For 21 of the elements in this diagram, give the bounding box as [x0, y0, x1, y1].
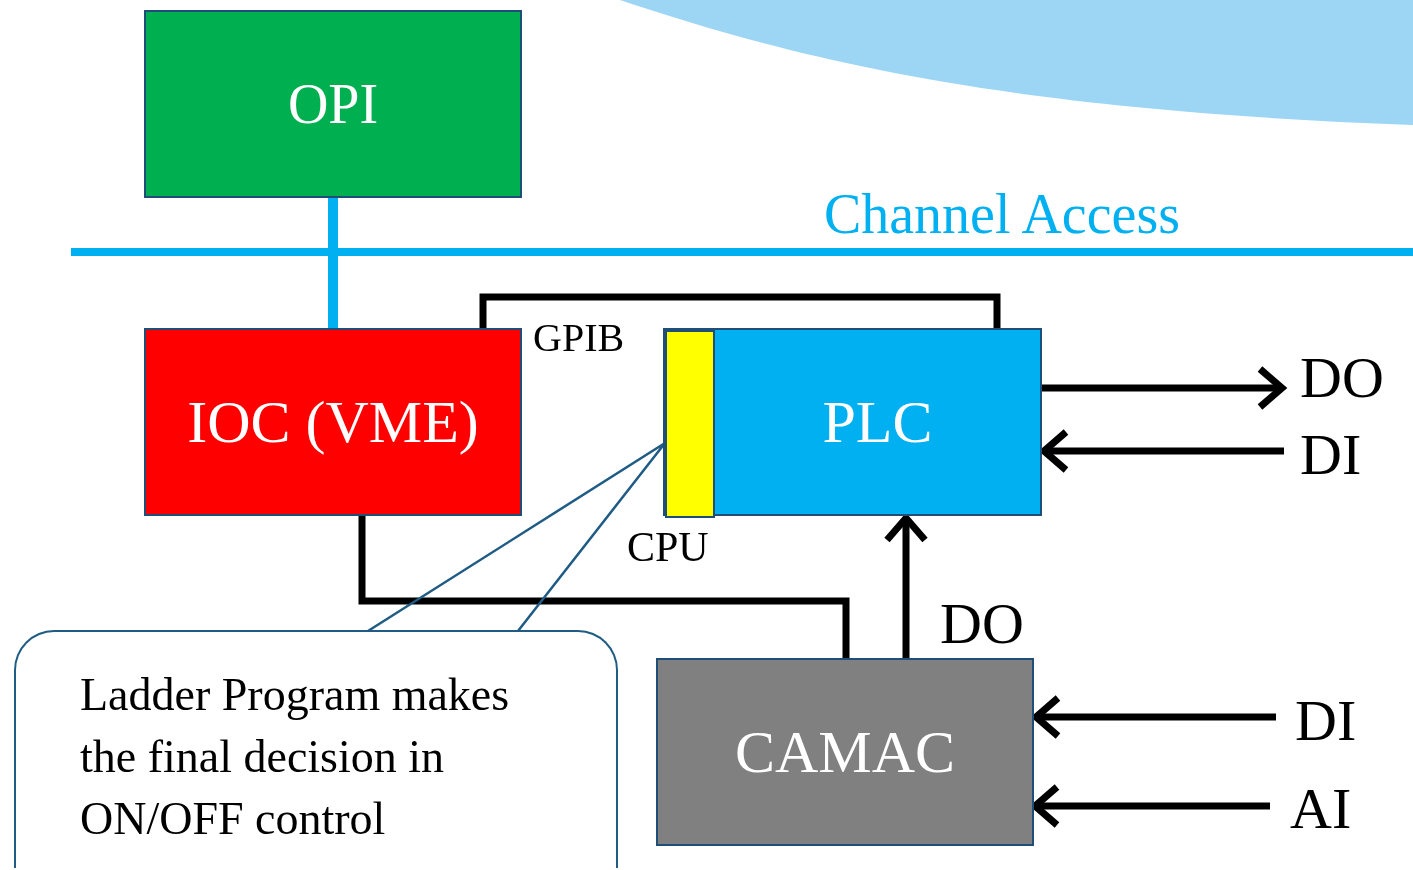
connector-line — [358, 516, 850, 658]
arrow — [1042, 365, 1286, 411]
box-label: OPI — [287, 72, 379, 136]
connector-line — [328, 256, 338, 328]
process-box — [656, 658, 1034, 846]
signal-label: DO — [1300, 345, 1413, 409]
box-label: CAMAC — [734, 717, 956, 787]
process-box — [144, 10, 522, 198]
signal-label: DI — [1300, 422, 1400, 486]
process-box — [144, 328, 522, 516]
box-label: PLC — [822, 387, 933, 457]
connector-line — [479, 293, 1001, 328]
box-label: CPU — [627, 526, 709, 568]
box-label: IOC (VME) — [187, 387, 479, 457]
callout-bubble — [14, 630, 618, 868]
bus-label: Channel Access — [823, 182, 1180, 246]
connector-line — [328, 198, 338, 248]
arrow — [883, 514, 929, 658]
callout-text: Ladder Program makes the final decision in ON/OFF control — [80, 668, 511, 847]
signal-label: DI — [1295, 688, 1395, 752]
signal-label: AI — [1290, 776, 1390, 840]
